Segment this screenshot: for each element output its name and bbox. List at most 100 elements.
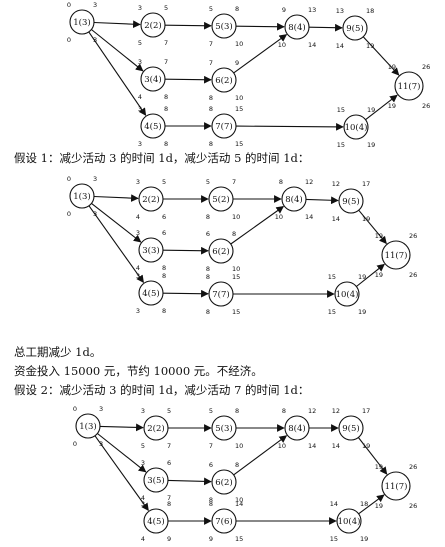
activity-node-circle (394, 71, 424, 101)
edge-n1-n3 (91, 202, 142, 243)
time-top-right: 3 (93, 1, 97, 9)
activity-node-circle (138, 280, 164, 306)
time-top-right: 6 (167, 459, 171, 467)
time-top-left: 8 (279, 178, 283, 186)
time-top-right: 8 (235, 461, 239, 469)
time-top-left: 3 (136, 229, 140, 237)
time-top-left: 3 (136, 272, 140, 280)
activity-node-circle (140, 113, 166, 139)
activity-node-label: 7(6) (215, 516, 232, 527)
edge-n1-n2 (99, 423, 144, 432)
time-bot-left: 0 (67, 36, 71, 44)
time-bot-right: 3 (93, 36, 97, 44)
edge-n6-n8 (230, 206, 285, 245)
time-bot-right: 19 (362, 442, 370, 450)
activity-node-circle (208, 281, 234, 307)
time-bot-right: 7 (167, 442, 171, 450)
time-bot-left: 4 (141, 494, 145, 502)
time-top-left: 0 (67, 175, 71, 183)
time-top-right: 8 (167, 500, 171, 508)
time-bot-right: 19 (358, 308, 366, 316)
assumption1-title: 假设 1：减少活动 3 的时间 1d，减少活动 5 的时间 1d： (14, 151, 309, 165)
time-bot-right: 19 (362, 215, 370, 223)
total-reduction-text: 总工期减少 1d。 (14, 345, 101, 359)
activity-node-label: 1(3) (73, 17, 90, 28)
activity-node-label: 11(7) (398, 81, 421, 92)
activity-node-label: 3(5) (147, 475, 164, 486)
time-top-left: 19 (388, 63, 396, 71)
time-top-right: 9 (235, 59, 239, 67)
activity-node-circle (381, 240, 411, 270)
time-bot-left: 14 (332, 215, 340, 223)
time-top-right: 8 (164, 105, 168, 113)
time-bot-right: 10 (232, 265, 240, 273)
time-top-left: 0 (73, 405, 77, 413)
time-top-left: 9 (282, 6, 286, 14)
edge-n9-n11 (362, 36, 400, 76)
edge-n10-n11 (356, 263, 385, 287)
activity-node-circle (343, 114, 369, 140)
activity-node-label: 6(2) (212, 246, 229, 257)
edge-n6-n8 (233, 435, 288, 476)
time-top-right: 3 (99, 405, 103, 413)
time-top-right: 15 (235, 105, 243, 113)
time-top-right: 8 (235, 407, 239, 415)
time-bot-left: 19 (375, 271, 383, 279)
time-top-left: 6 (206, 230, 210, 238)
time-bot-right: 19 (366, 42, 374, 50)
activity-node-circle (284, 415, 310, 441)
activity-node-label: 6(2) (215, 75, 232, 86)
activity-node-circle (138, 186, 164, 212)
activity-node-circle (338, 188, 364, 214)
time-bot-right: 26 (422, 102, 430, 110)
activity-node-label: 8(4) (288, 22, 305, 33)
time-bot-left: 19 (375, 502, 383, 510)
activity-node-circle (211, 113, 237, 139)
time-top-right: 5 (164, 4, 168, 12)
activity-node-circle (284, 14, 310, 40)
edge-n9-n11 (358, 209, 387, 245)
time-top-left: 3 (138, 4, 142, 12)
edge-n1-n2 (93, 194, 139, 202)
activity-node-circle (143, 508, 169, 534)
activity-node-circle (140, 12, 166, 38)
activity-node-circle (143, 415, 169, 441)
time-top-right: 7 (164, 58, 168, 66)
time-top-left: 12 (332, 180, 340, 188)
time-bot-right: 26 (409, 502, 417, 510)
edge-n1-n3 (97, 433, 147, 473)
activity-node-circle (338, 415, 364, 441)
activity-node-label: 3(4) (144, 74, 161, 85)
edge-n2-n5 (164, 21, 212, 30)
time-bot-left: 15 (328, 308, 336, 316)
time-top-right: 6 (162, 229, 166, 237)
time-bot-left: 7 (209, 442, 213, 450)
time-bot-left: 15 (330, 535, 338, 543)
time-top-right: 12 (308, 407, 316, 415)
time-top-left: 3 (136, 178, 140, 186)
time-top-left: 14 (330, 500, 338, 508)
time-top-left: 19 (375, 232, 383, 240)
time-bot-left: 8 (206, 265, 210, 273)
time-bot-right: 14 (305, 213, 313, 221)
time-top-left: 5 (209, 407, 213, 415)
edge-n7-n10 (235, 122, 344, 131)
time-bot-left: 14 (336, 42, 344, 50)
edge-n6-n8 (233, 34, 288, 74)
time-top-right: 8 (232, 230, 236, 238)
time-bot-left: 9 (209, 535, 213, 543)
edge-n10-n11 (365, 94, 398, 121)
